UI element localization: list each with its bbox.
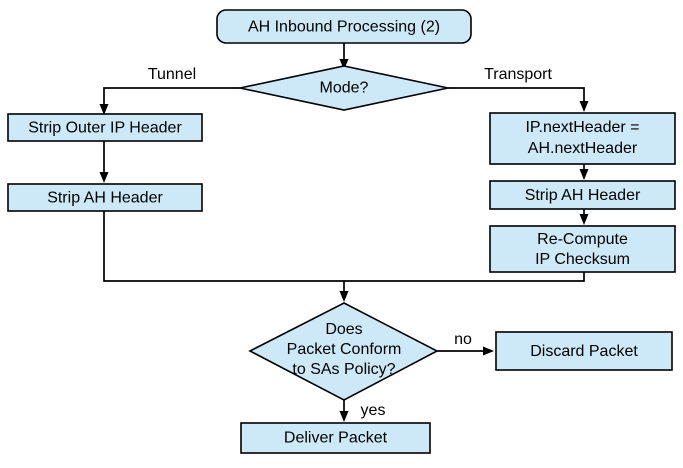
edge-merge-into-policy: [339, 281, 349, 302]
arrowhead-icon: [483, 346, 494, 356]
edge-stripah-to-recompute: [579, 209, 589, 225]
ah-inbound-processing-label: AH Inbound Processing (2): [248, 19, 440, 36]
node-recompute-ip-checksum[interactable]: Re-Compute IP Checksum: [489, 225, 676, 273]
strip-ah-header-transport-label: Strip AH Header: [525, 187, 641, 204]
ip-next-header-assign-shape[interactable]: [489, 112, 676, 165]
strip-outer-ip-header-label: Strip Outer IP Header: [28, 120, 182, 137]
arrowhead-icon: [579, 169, 589, 180]
edge-right-merge-to-policy: [344, 272, 585, 282]
ah-inbound-processing-shape[interactable]: [216, 9, 472, 44]
strip-ah-header-transport-shape[interactable]: [489, 180, 676, 210]
node-strip-outer-ip-header[interactable]: Strip Outer IP Header: [7, 113, 203, 142]
edge-label-no: no: [454, 331, 472, 348]
strip-outer-ip-header-shape[interactable]: [7, 113, 203, 142]
edge-label-yes: yes: [361, 402, 386, 419]
edge-policy-yes-to-deliver: [339, 400, 349, 422]
arrowhead-icon: [99, 104, 109, 115]
deliver-packet-shape[interactable]: [240, 422, 431, 454]
deliver-packet-label: Deliver Packet: [284, 430, 388, 447]
arrowhead-icon: [579, 101, 589, 112]
edge-policy-no-to-discard: [437, 346, 494, 356]
arrowhead-icon: [579, 214, 589, 225]
arrowhead-icon: [339, 59, 349, 70]
edge-stripouter-to-stripah: [99, 141, 109, 183]
recompute-ip-checksum-shape[interactable]: [489, 225, 676, 273]
strip-ah-header-tunnel-shape[interactable]: [7, 183, 203, 212]
node-ah-inbound-processing[interactable]: AH Inbound Processing (2): [216, 9, 472, 44]
arrowhead-icon: [339, 291, 349, 302]
arrowhead-icon: [99, 172, 109, 183]
policy-decision-label-line1: Does: [325, 321, 362, 338]
edge-ipnext-to-stripah: [579, 164, 589, 180]
edge-label-transport: Transport: [484, 66, 552, 83]
mode-decision-label: Mode?: [320, 80, 369, 97]
strip-ah-header-tunnel-label: Strip AH Header: [47, 190, 163, 207]
arrowhead-icon: [339, 411, 349, 422]
edge-mode-transport: [448, 87, 589, 112]
discard-packet-shape[interactable]: [495, 331, 673, 371]
node-mode-decision[interactable]: Mode?: [239, 65, 449, 111]
policy-conformance-decision-shape[interactable]: [248, 302, 439, 401]
node-strip-ah-header-tunnel[interactable]: Strip AH Header: [7, 183, 203, 212]
edge-label-tunnel: Tunnel: [148, 66, 196, 83]
recompute-ip-checksum-label-line2: IP Checksum: [535, 251, 630, 268]
ip-next-header-assign-label-line1: IP.nextHeader =: [525, 119, 639, 136]
policy-decision-label-line2: Packet Conform: [287, 341, 402, 358]
mode-decision-shape[interactable]: [239, 65, 449, 111]
node-discard-packet[interactable]: Discard Packet: [495, 331, 673, 371]
edge-left-merge-to-policy: [103, 211, 344, 282]
node-deliver-packet[interactable]: Deliver Packet: [240, 422, 431, 454]
recompute-ip-checksum-label-line1: Re-Compute: [537, 231, 628, 248]
edge-start-to-mode: [339, 43, 349, 70]
node-ip-next-header-assign[interactable]: IP.nextHeader = AH.nextHeader: [489, 112, 676, 165]
node-policy-conformance-decision[interactable]: Does Packet Conform to SAs Policy?: [248, 302, 439, 401]
edge-mode-tunnel: [99, 87, 240, 115]
discard-packet-label: Discard Packet: [530, 343, 638, 360]
ip-next-header-assign-label-line2: AH.nextHeader: [528, 140, 638, 157]
node-strip-ah-header-transport[interactable]: Strip AH Header: [489, 180, 676, 210]
policy-decision-label-line3: to SAs Policy?: [292, 361, 395, 378]
